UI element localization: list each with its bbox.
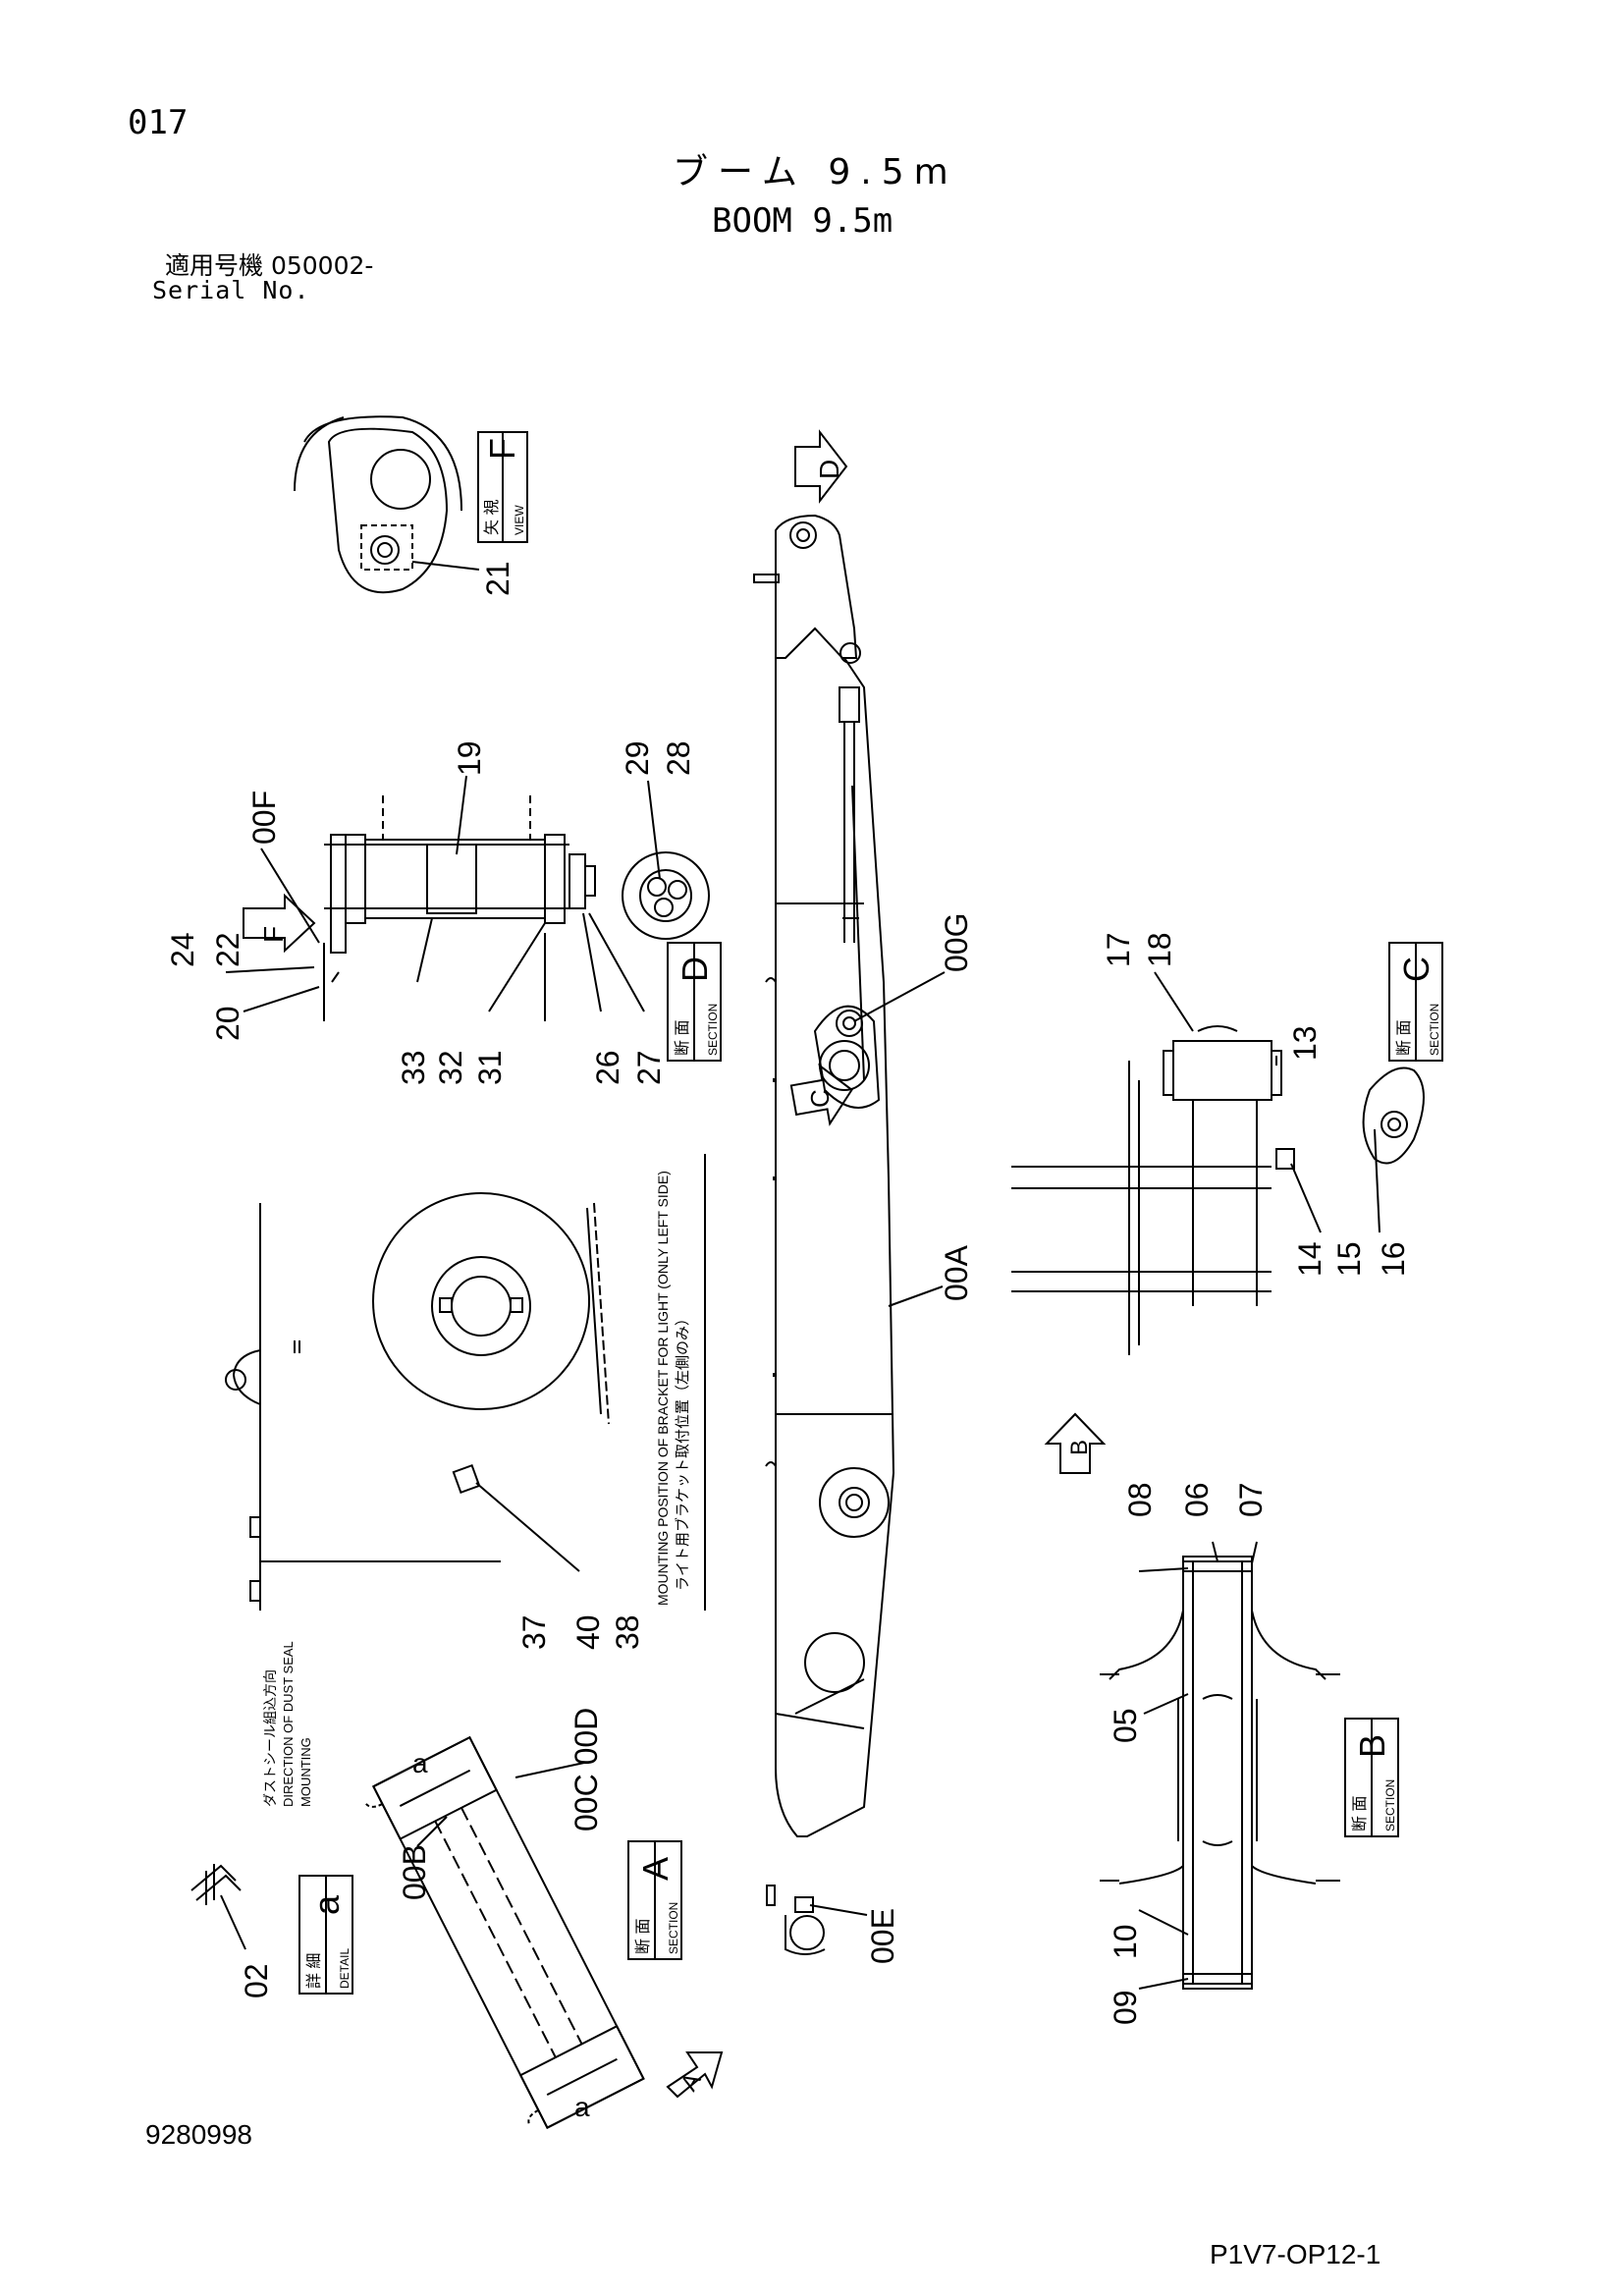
callout-26: 26	[590, 1050, 625, 1085]
page-number: 017	[128, 103, 189, 142]
section-b-jp: 断 面	[1351, 1796, 1369, 1831]
arrow-a-letter: A	[676, 2069, 706, 2096]
document-id: 9280998	[145, 2119, 253, 2150]
callout-05: 05	[1108, 1708, 1143, 1743]
callout-00f: 00F	[246, 791, 282, 845]
callout-06: 06	[1179, 1482, 1215, 1517]
callout-07: 07	[1233, 1482, 1269, 1517]
callout-31: 31	[472, 1050, 508, 1085]
callout-33: 33	[396, 1050, 431, 1085]
title-japanese: ブーム 9.5m	[673, 152, 958, 192]
section-c-jp: 断 面	[1395, 1020, 1413, 1056]
view-f-jp: 矢 視	[483, 500, 501, 535]
title-english: BOOM 9.5m	[712, 201, 893, 241]
detail-a-en: DETAIL	[338, 1948, 352, 1989]
callout-16: 16	[1376, 1241, 1411, 1277]
arrow-d-marker: D	[794, 429, 848, 504]
detail-a-jp: 詳 細	[305, 1953, 323, 1989]
detail-a-label-box: a 詳 細 DETAIL	[298, 1875, 353, 1995]
arrow-c-letter: C	[805, 1089, 835, 1108]
section-c-drawing	[1011, 1025, 1425, 1355]
arrow-b-letter: B	[1066, 1440, 1093, 1455]
light-bracket-note-jp: ライト用ブラケット取付位置（左側のみ）	[674, 1311, 691, 1591]
page-code: P1V7-OP12-1	[1210, 2239, 1381, 2269]
boom-body	[753, 514, 895, 1955]
callout-08: 08	[1122, 1482, 1158, 1517]
detail-mark-a-bottom: a	[574, 2092, 590, 2122]
arrow-c-marker: C	[789, 1063, 853, 1126]
section-d-drawing	[323, 795, 596, 1021]
callout-00a: 00A	[939, 1244, 974, 1301]
section-a-drawing	[363, 1735, 645, 2129]
serial-label-english: Serial No.	[152, 276, 310, 304]
callout-29: 29	[620, 740, 655, 776]
callout-10: 10	[1108, 1924, 1143, 1959]
callout-15: 15	[1331, 1241, 1367, 1277]
arrow-a-marker: A	[666, 2051, 724, 2099]
callout-40: 40	[570, 1614, 606, 1650]
callout-09: 09	[1108, 1990, 1143, 2025]
callout-02: 02	[239, 1963, 274, 1998]
callout-20: 20	[210, 1006, 245, 1041]
section-a-jp: 断 面	[634, 1919, 652, 1954]
section-d-label-box: D 断 面 SECTION	[667, 942, 722, 1062]
section-b-label-box: B 断 面 SECTION	[1344, 1718, 1399, 1837]
callout-21: 21	[480, 561, 515, 596]
dust-seal-note-en-1: DIRECTION OF DUST SEAL	[281, 1641, 296, 1807]
callout-37: 37	[516, 1614, 552, 1650]
detail-mark-a-top: a	[412, 1748, 428, 1778]
callout-19: 19	[452, 740, 487, 776]
section-c-label-box: C 断 面 SECTION	[1388, 942, 1443, 1062]
section-d-bolt-detail	[622, 851, 710, 940]
callout-17: 17	[1101, 932, 1136, 967]
callout-00e: 00E	[865, 1908, 900, 1964]
callout-27: 27	[631, 1050, 667, 1085]
view-f-letter: F	[482, 438, 522, 460]
section-d-en: SECTION	[706, 1004, 720, 1056]
callout-18: 18	[1142, 932, 1177, 967]
section-b-drawing	[1100, 1541, 1340, 1990]
section-d-letter: D	[675, 957, 715, 982]
detail-a-letter: a	[306, 1894, 347, 1915]
callout-00g: 00G	[939, 913, 974, 972]
section-a-letter: A	[635, 1857, 676, 1881]
section-b-en: SECTION	[1383, 1779, 1397, 1831]
view-f-en: VIEW	[513, 505, 526, 535]
callout-14: 14	[1292, 1241, 1327, 1277]
section-a-label-box: A 断 面 SECTION	[627, 1840, 682, 1960]
arrow-f-marker: F	[243, 893, 316, 954]
callout-22: 22	[210, 932, 245, 967]
section-b-letter: B	[1352, 1734, 1392, 1758]
view-f-label-box: F 矢 視 VIEW	[477, 431, 528, 543]
section-d-jp: 断 面	[674, 1020, 691, 1056]
callout-00b: 00B	[397, 1844, 432, 1900]
callout-13: 13	[1287, 1025, 1323, 1061]
arrow-b-marker: B	[1044, 1412, 1107, 1474]
section-c-en: SECTION	[1428, 1004, 1441, 1056]
section-c-letter: C	[1396, 957, 1436, 982]
callout-32: 32	[433, 1050, 468, 1085]
dust-seal-note-en-2: MOUNTING	[298, 1737, 313, 1807]
callout-24: 24	[165, 932, 200, 967]
callout-38: 38	[610, 1614, 645, 1650]
dust-seal-note-jp: ダストシール組込方向	[262, 1669, 278, 1807]
light-bracket-note-en: MOUNTING POSITION OF BRACKET FOR LIGHT (…	[655, 1171, 671, 1606]
callout-28: 28	[661, 740, 696, 776]
callout-00c-00d: 00C 00D	[568, 1708, 604, 1831]
detail-a-seal	[190, 1864, 246, 1950]
view-f-detail	[294, 415, 480, 594]
section-a-en: SECTION	[667, 1902, 680, 1954]
arrow-f-letter: F	[258, 926, 289, 943]
light-bracket-detail	[225, 1192, 610, 1611]
serial-label-japanese: 適用号機 050002-	[165, 251, 374, 280]
arrow-d-letter: D	[814, 460, 844, 479]
